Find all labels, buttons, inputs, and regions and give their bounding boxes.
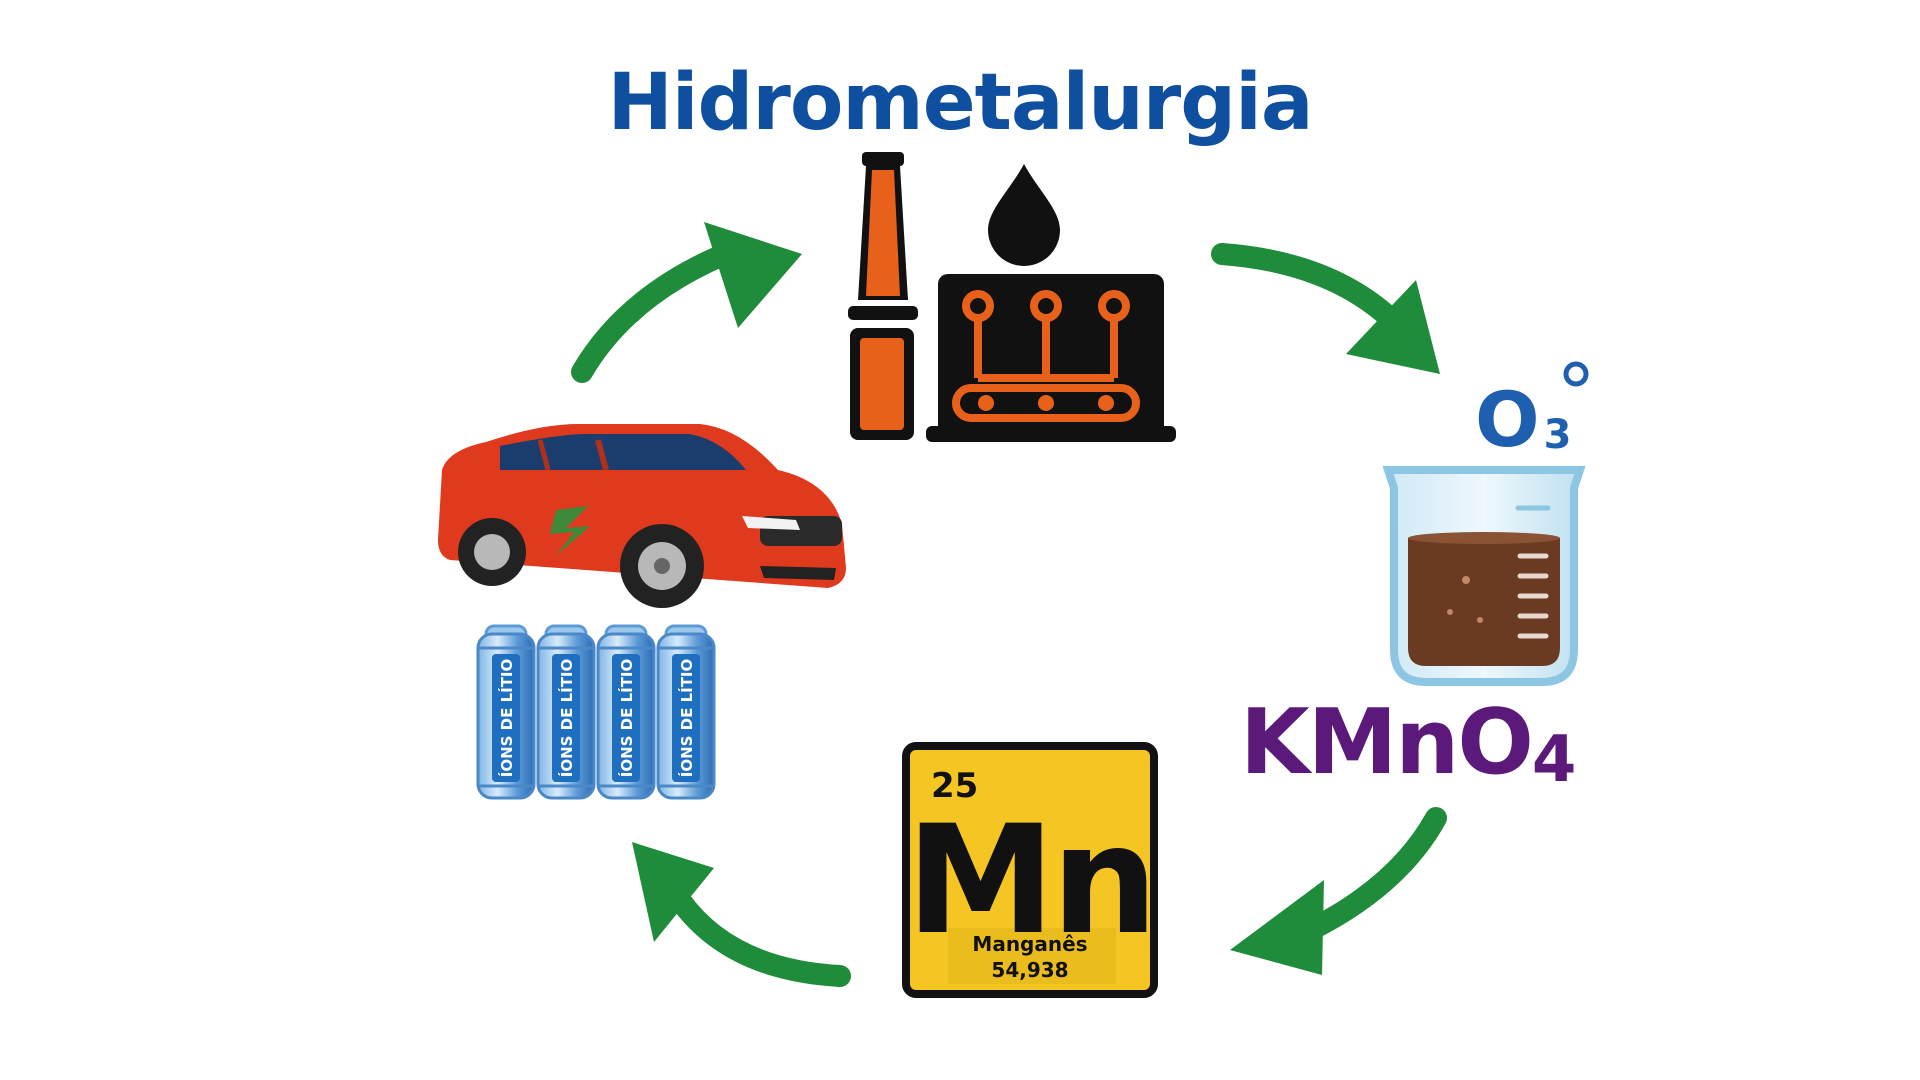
droplet-icon: [988, 164, 1060, 266]
battery-label: ÍONS DE LÍTIO: [617, 659, 636, 778]
arrow-reagent-to-element: [1230, 807, 1447, 975]
lithium-battery-pack-icon: ÍONS DE LÍTIO ÍONS DE LÍTIO ÍONS DE LÍTIO Í…: [476, 624, 716, 800]
battery-cell: ÍONS DE LÍTIO: [476, 624, 536, 800]
battery-label: ÍONS DE LÍTIO: [557, 659, 576, 778]
arrow-car-to-factory: [571, 222, 802, 383]
reagent-formula: KMnO4: [1240, 690, 1576, 797]
battery-cell: ÍONS DE LÍTIO: [656, 624, 716, 800]
manganese-element-tile: 25 Mn Manganês 54,938: [903, 742, 1158, 996]
atomic-mass: 54,938: [991, 958, 1069, 982]
factory-icon: [848, 152, 1176, 442]
element-name: Manganês: [972, 932, 1088, 956]
element-symbol: Mn: [905, 794, 1158, 968]
electric-car-icon: [438, 424, 846, 608]
atomic-number: 25: [931, 766, 979, 806]
battery-label: ÍONS DE LÍTIO: [497, 659, 516, 778]
battery-label: ÍONS DE LÍTIO: [677, 659, 696, 778]
battery-cell: ÍONS DE LÍTIO: [596, 624, 656, 800]
battery-cell: ÍONS DE LÍTIO: [536, 624, 596, 800]
arrow-factory-to-reagent: [1211, 243, 1440, 374]
beaker-icon: [1382, 466, 1586, 686]
process-title: Hidrometalurgia: [607, 58, 1314, 148]
arrow-element-to-car: [632, 842, 851, 987]
degree-ring: [1563, 361, 1589, 387]
